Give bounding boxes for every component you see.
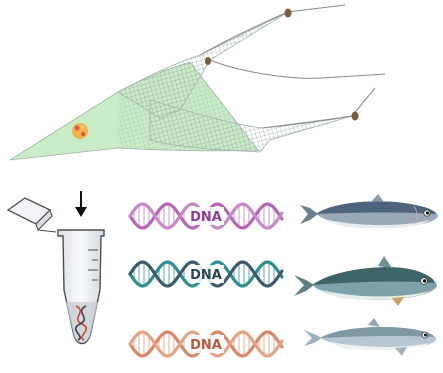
fish-species [294, 194, 438, 356]
dna-helix-icon: DNA [130, 332, 282, 356]
dna-label: DNA [190, 268, 222, 283]
anchovy-icon [304, 318, 436, 356]
float-icon [285, 9, 292, 18]
dna-helix-icon: DNA [130, 204, 282, 228]
dna-label: DNA [190, 210, 222, 225]
sardine-icon [300, 194, 438, 228]
sample-particle-icon [72, 123, 88, 139]
tow-ropes [200, 5, 385, 128]
float-icon [205, 57, 211, 65]
dna-helix-icon: DNA [130, 262, 282, 286]
tube-cap [8, 198, 56, 232]
down-arrow-icon [75, 191, 87, 217]
net-mesh-body [118, 62, 258, 151]
float-icon [352, 112, 359, 121]
mackerel-icon [294, 256, 437, 306]
dna-label: DNA [190, 338, 222, 353]
microtube-icon [8, 198, 104, 344]
dna-helices: DNA DNA DNA [130, 204, 282, 356]
trawl-net-icon [10, 5, 385, 160]
